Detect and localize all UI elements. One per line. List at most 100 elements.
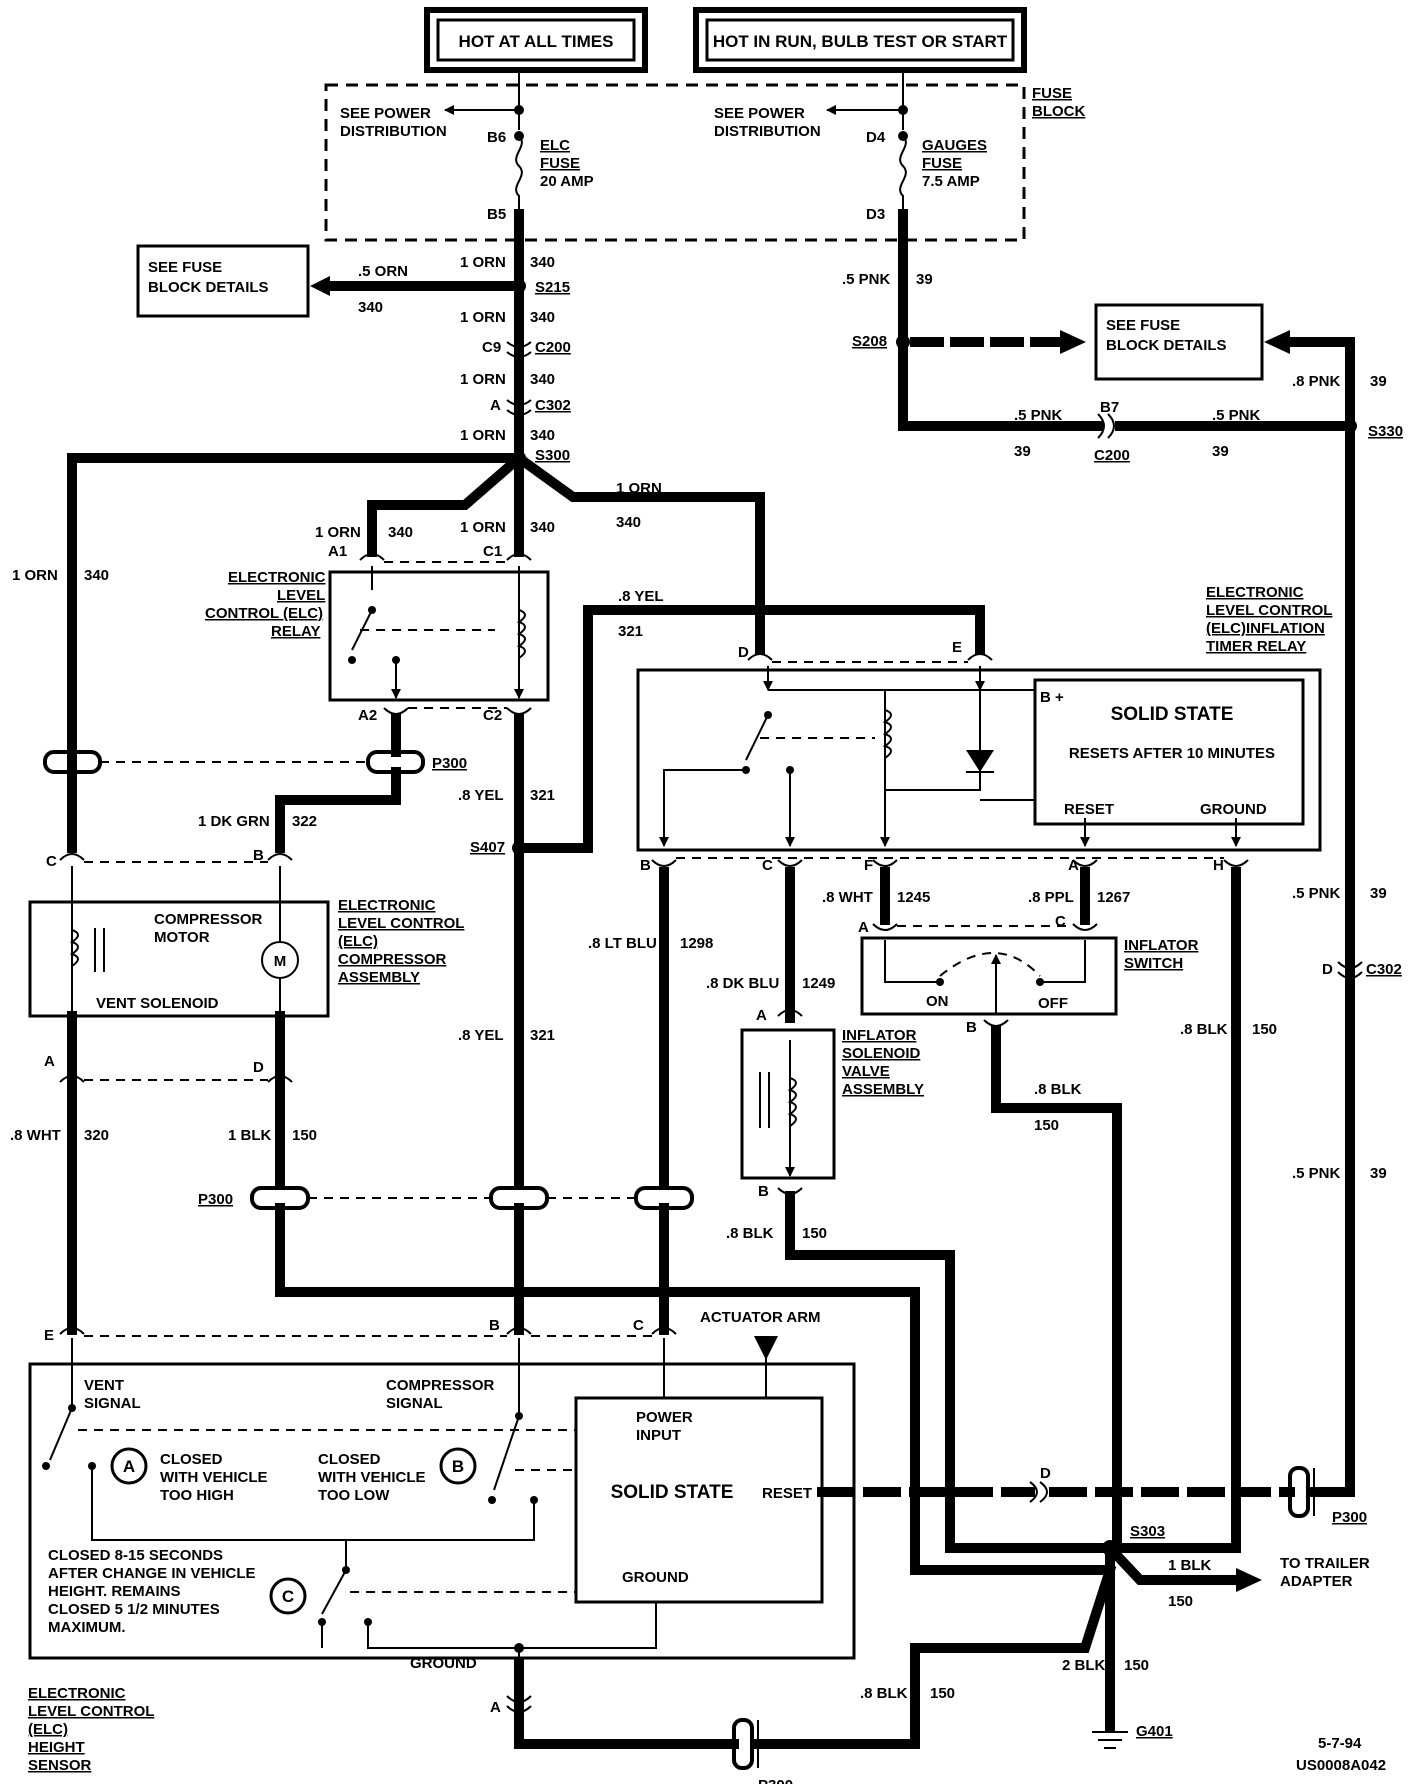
wire-label-340-3: 340	[530, 371, 555, 388]
wire-label-321-3: 321	[530, 1027, 555, 1044]
see-fuse-block-details-left	[136, 244, 310, 318]
pin-timer-d: D	[738, 644, 749, 661]
pin-comp-a: A	[44, 1053, 55, 1070]
wire-label-orn-7: 1 ORN	[460, 519, 506, 536]
hs-label-5: SENSOR	[28, 1757, 92, 1774]
timer-relay-internal	[659, 666, 1241, 847]
elc-fuse-3: 20 AMP	[540, 173, 594, 190]
comp-label-1: ELECTRONIC	[338, 897, 436, 914]
wire-label-1267: 1267	[1097, 889, 1130, 906]
trailer-label-2: ADAPTER	[1280, 1573, 1353, 1590]
vent-signal-2: SIGNAL	[84, 1395, 141, 1412]
pin-hs-c: C	[633, 1317, 644, 1334]
timer-reset: RESET	[1064, 801, 1114, 818]
elc-relay-label-3: CONTROL (ELC)	[205, 605, 323, 622]
gauges-fuse-2: FUSE	[922, 155, 962, 172]
b-text-3: TOO LOW	[318, 1487, 390, 1504]
circle-b-icon	[439, 1447, 477, 1485]
wire-label-orn-4: 1 ORN	[460, 427, 506, 444]
wire-label-dkblu: .8 DK BLU	[706, 975, 779, 992]
actuator-arm-icon	[754, 1336, 778, 1360]
pin-timer-f: F	[864, 857, 873, 874]
pin-sol-b: B	[758, 1183, 769, 1200]
pin-sw-b: B	[966, 1019, 977, 1036]
hs-label-4: HEIGHT	[28, 1739, 85, 1756]
wire-label-340: 340	[530, 254, 555, 271]
wire-label-05orn-340: 340	[358, 299, 383, 316]
footer-date: 5-7-94	[1318, 1735, 1362, 1752]
wire-label-yel-1: .8 YEL	[458, 787, 504, 804]
wire-blk-150-trailer	[1102, 1540, 1241, 1585]
height-sensor-solid-state-box	[574, 1396, 824, 1604]
footer-code: US0008A042	[1296, 1757, 1386, 1774]
hs-reset: RESET	[762, 1485, 812, 1502]
see-fuse-1a: SEE FUSE	[148, 259, 222, 276]
c-text-5: MAXIMUM.	[48, 1619, 126, 1636]
conn-c302-2: C302	[1366, 961, 1402, 978]
see-fuse-1b: BLOCK DETAILS	[148, 279, 269, 296]
conn-c302-d: D	[1322, 961, 1333, 978]
c-text-1: CLOSED 8-15 SECONDS	[48, 1547, 223, 1564]
pin-b5: B5	[487, 206, 506, 223]
trailer-arrow-icon	[1236, 1568, 1262, 1592]
switch-off: OFF	[1038, 995, 1068, 1012]
wire-label-39-3: 39	[1212, 443, 1229, 460]
wire-label-dkgrn: 1 DK GRN	[198, 813, 270, 830]
connector-p300-lower: P300	[198, 1186, 694, 1210]
pin-a1: A1	[328, 543, 347, 560]
c-text-3: HEIGHT. REMAINS	[48, 1583, 181, 1600]
connector-p300-bottom: P300	[732, 1718, 793, 1784]
splice-s208-label: S208	[852, 333, 887, 350]
wire-label-yel-2: .8 YEL	[618, 588, 664, 605]
hs-label-2: LEVEL CONTROL	[28, 1703, 154, 1720]
pin-timer-e: E	[952, 639, 962, 656]
conn-c200-2: C200	[1094, 447, 1130, 464]
wire-label-blk-switch: .8 BLK	[1034, 1081, 1082, 1098]
pin-timer-c: C	[762, 857, 773, 874]
wire-label-1249: 1249	[802, 975, 835, 992]
hs-ground-inner: GROUND	[622, 1569, 689, 1586]
wire-label-blk2: 2 BLK	[1062, 1657, 1106, 1674]
wire-label-blk-sensor: .8 BLK	[860, 1685, 908, 1702]
gauges-fuse-3: 7.5 AMP	[922, 173, 980, 190]
c-text-4: CLOSED 5 1/2 MINUTES	[48, 1601, 220, 1618]
wire-label-05orn: .5 ORN	[358, 263, 408, 280]
see-power-1a: SEE POWER	[340, 105, 431, 122]
pin-d3: D3	[866, 206, 885, 223]
conn-p300-upper: P300	[432, 755, 467, 772]
circle-c-icon	[269, 1577, 307, 1615]
wire-label-340-left: 340	[84, 567, 109, 584]
solenoid-label-1: INFLATOR	[842, 1027, 917, 1044]
wire-label-yel-3: .8 YEL	[458, 1027, 504, 1044]
wire-label-wht-2: .8 WHT	[822, 889, 873, 906]
pin-c2: C2	[483, 707, 502, 724]
wire-label-blk1: 1 BLK	[228, 1127, 272, 1144]
splice-s303-label: S303	[1130, 1523, 1165, 1540]
connector-p300-upper: P300	[43, 750, 467, 774]
hot-at-all-times-label: HOT AT ALL TIMES	[459, 32, 614, 51]
wire-label-39-2: 39	[1014, 443, 1031, 460]
pin-comp-d: D	[253, 1059, 264, 1076]
wire-label-340-4: 340	[530, 427, 555, 444]
fuse-block-label-1: FUSE	[1032, 85, 1072, 102]
inflator-switch-internal	[884, 940, 1086, 1014]
circle-a-label: A	[123, 1457, 135, 1476]
wire-label-wht: .8 WHT	[10, 1127, 61, 1144]
pin-timer-a: A	[1068, 857, 1079, 874]
a-text-1: CLOSED	[160, 1451, 223, 1468]
wire-label-orn-2: 1 ORN	[460, 309, 506, 326]
wire-blk-150-sensor	[753, 1563, 1117, 1749]
hs-label-3: (ELC)	[28, 1721, 68, 1738]
inflator-switch-label-1: INFLATOR	[1124, 937, 1199, 954]
conn-d-reset: D	[1040, 1465, 1051, 1482]
timer-label-3: (ELC)INFLATION	[1206, 620, 1325, 637]
pin-timer-b: B	[640, 857, 651, 874]
splice-s208	[896, 335, 910, 349]
comp-signal-1: COMPRESSOR	[386, 1377, 495, 1394]
wire-pnk-39	[898, 209, 1103, 431]
wire-label-blk-timer: .8 BLK	[1180, 1021, 1228, 1038]
comp-motor-2: MOTOR	[154, 929, 210, 946]
comp-label-4: COMPRESSOR	[338, 951, 447, 968]
wire-label-150-timer: 150	[1252, 1021, 1277, 1038]
wire-orn-to-a1	[367, 450, 527, 557]
